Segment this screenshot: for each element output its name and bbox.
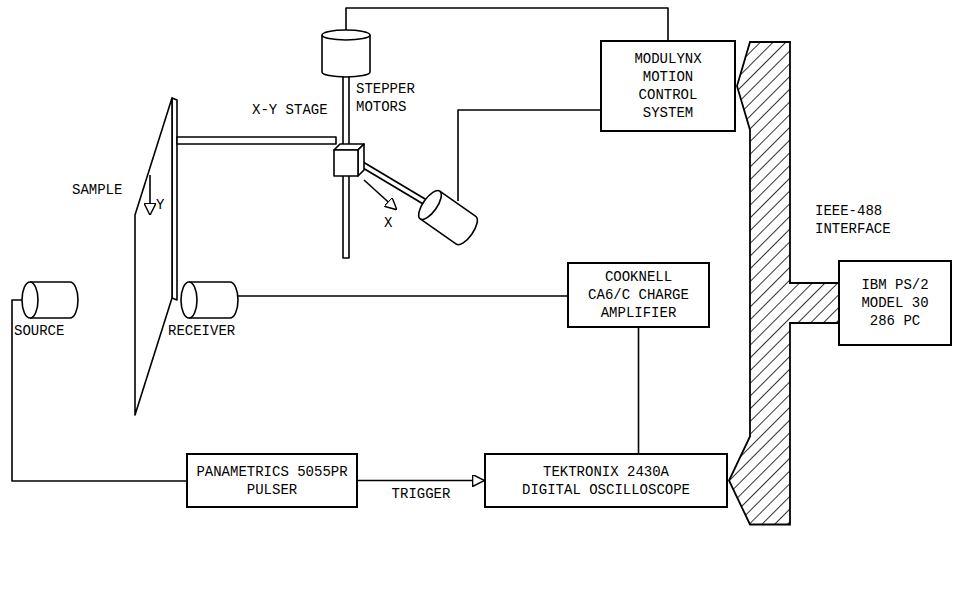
equipment-box: IBM PS/2 MODEL 30 286 PC: [838, 260, 952, 346]
part-label: STEPPER MOTORS: [356, 80, 442, 116]
stepper-motor-top: [322, 30, 370, 40]
part-label: RECEIVER: [168, 322, 258, 340]
bus-outline: [729, 303, 838, 525]
sample-plate: [135, 98, 172, 415]
part-label: X-Y STAGE: [252, 101, 342, 119]
stepper-motor-face: [415, 187, 446, 223]
x-axis-arrow: [364, 180, 396, 209]
stage-carriage: [358, 144, 364, 176]
part-label: SAMPLE: [72, 181, 142, 199]
edge-label: TRIGGER: [390, 485, 453, 503]
part-label: SOURCE: [14, 322, 94, 340]
stage-carriage: [334, 150, 358, 176]
connector: [638, 328, 639, 453]
signal-line: [358, 480, 484, 482]
equipment-box: COOKNELL CA6/C CHARGE AMPLIFIER: [567, 262, 710, 328]
equipment-box: MODULYNX MOTION CONTROL SYSTEM: [600, 40, 736, 132]
part-label: X: [384, 214, 404, 232]
signal-wire: [12, 300, 186, 481]
connector: [358, 480, 484, 481]
stage-arm: [177, 137, 336, 144]
stepper-motor: [322, 35, 370, 77]
motor-wire: [458, 110, 600, 201]
source-transducer-face: [22, 282, 38, 318]
part-label: Y: [156, 196, 172, 214]
box-label: COOKNELL CA6/C CHARGE AMPLIFIER: [583, 268, 695, 322]
bus-fill: [737, 42, 838, 303]
signal-wire: [238, 295, 567, 297]
equipment-box: PANAMETRICS 5055PR PULSER: [186, 453, 358, 508]
connector: [737, 42, 838, 303]
bus-fill: [729, 303, 838, 525]
equipment-box: TEKTRONIX 2430A DIGITAL OSCILLOSCOPE: [484, 453, 728, 508]
connector: [729, 303, 838, 525]
box-label: TEKTRONIX 2430A DIGITAL OSCILLOSCOPE: [516, 463, 696, 499]
bus-outline: [737, 42, 838, 303]
receiver-transducer-face: [181, 282, 197, 318]
box-label: MODULYNX MOTION CONTROL SYSTEM: [628, 50, 708, 122]
signal-line: [638, 328, 640, 453]
box-label: PANAMETRICS 5055PR PULSER: [192, 463, 352, 499]
motor-wire: [346, 8, 668, 40]
part-label: IEEE-488 INTERFACE: [815, 202, 945, 238]
y-axis-arrow: [149, 175, 151, 214]
box-label: IBM PS/2 MODEL 30 286 PC: [855, 276, 935, 330]
